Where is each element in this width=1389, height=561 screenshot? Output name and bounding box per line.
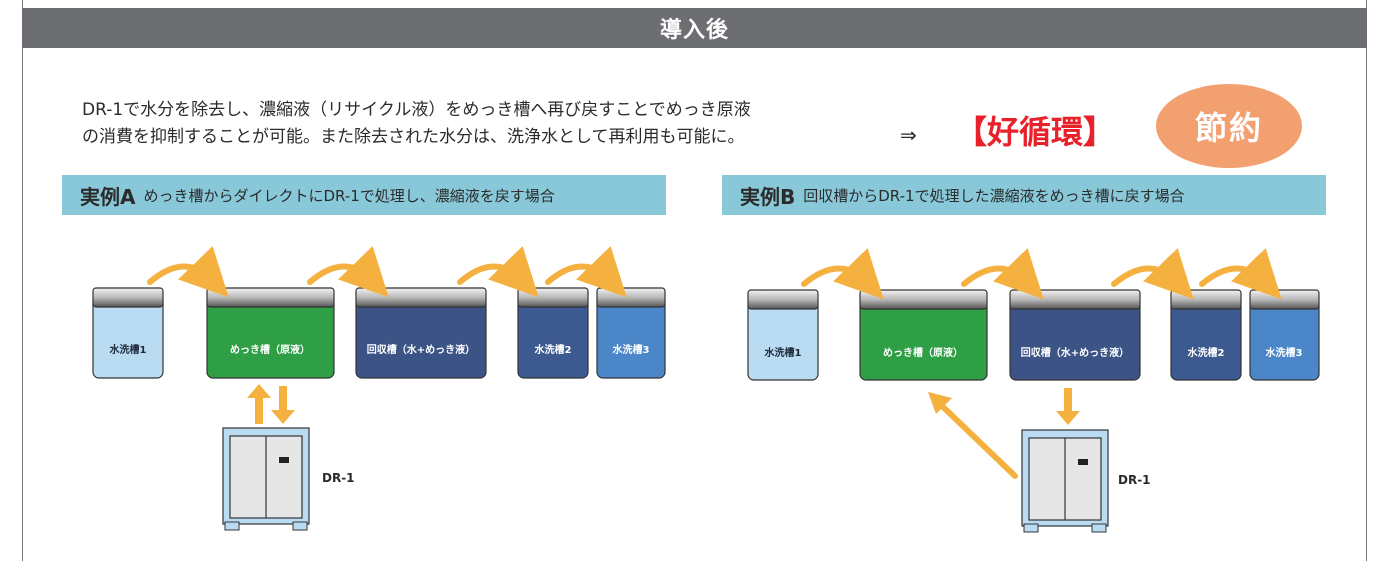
content-frame <box>22 0 1367 561</box>
flow-arrow <box>1199 248 1282 300</box>
case-b-tag: 実例B <box>740 184 796 209</box>
tank-rinse1-b-label: 水洗槽1 <box>764 346 802 359</box>
intro-line-2: の消費を抑制することが可能。また除去された水分は、洗浄水として再利用も可能に。 <box>82 127 745 147</box>
implies-arrow: ⇒ <box>900 123 917 147</box>
tank-plating-a: めっき槽（原液） <box>206 287 335 379</box>
down-arrow <box>271 386 295 424</box>
case-b-header: 実例B 回収槽からDR-1で処理した濃縮液をめっき槽に戻す場合 <box>722 175 1326 215</box>
case-a-tag: 実例A <box>80 184 136 209</box>
tank-rinse3-b: 水洗槽3 <box>1249 289 1320 381</box>
tank-plating-b-label: めっき槽（原液） <box>883 346 963 359</box>
tank-rinse3-b-label: 水洗槽3 <box>1265 346 1303 359</box>
dr1-return-arrows-a <box>247 384 295 424</box>
tank-recovery-a: 回収槽（水+めっき液） <box>355 287 487 379</box>
dr1-unit-a: DR-1 <box>222 427 355 531</box>
flow-arrow <box>545 246 627 298</box>
flow-arrow <box>1111 248 1194 300</box>
tank-rinse1-a-label: 水洗槽1 <box>109 343 147 356</box>
cycle-label: 【好循環】 <box>955 113 1116 151</box>
tank-rinse2-a: 水洗槽2 <box>517 287 589 379</box>
tank-plating-b: めっき槽（原液） <box>859 289 988 381</box>
flow-arrow <box>961 248 1044 300</box>
tank-plating-a-label: めっき槽（原液） <box>230 343 310 356</box>
intro-line-1: DR-1で水分を除去し、濃縮液（リサイクル液）をめっき槽へ再び戻すことでめっき原… <box>82 100 751 120</box>
case-a-header: 実例A めっき槽からダイレクトにDR-1で処理し、濃縮液を戻す場合 <box>62 175 666 215</box>
flow-arrows-a <box>147 246 627 298</box>
tank-rinse1-b: 水洗槽1 <box>747 289 819 381</box>
case-a-description: めっき槽からダイレクトにDR-1で処理し、濃縮液を戻す場合 <box>143 186 555 205</box>
dr1-b-label: DR-1 <box>1118 473 1151 487</box>
intro-text: DR-1で水分を除去し、濃縮液（リサイクル液）をめっき槽へ再び戻すことでめっき原… <box>82 97 751 151</box>
tank-rinse2-b-label: 水洗槽2 <box>1187 346 1225 359</box>
flow-arrow <box>457 246 539 298</box>
tank-rinse2-a-label: 水洗槽2 <box>534 343 572 356</box>
flow-arrows-b <box>801 248 1282 300</box>
return-arrow-b <box>928 392 1018 479</box>
tank-rinse1-a: 水洗槽1 <box>92 287 164 379</box>
savings-badge: 節約 <box>1156 84 1302 168</box>
page-title: 導入後 <box>22 8 1367 48</box>
case-b-description: 回収槽からDR-1で処理した濃縮液をめっき槽に戻す場合 <box>803 186 1185 205</box>
down-arrow-b <box>1056 388 1080 425</box>
tank-recovery-b-label: 回収槽（水+めっき液） <box>1021 346 1129 359</box>
tank-rinse2-b: 水洗槽2 <box>1170 289 1242 381</box>
tank-rinse3-a-label: 水洗槽3 <box>612 343 650 356</box>
flow-arrow <box>307 246 389 298</box>
dr1-a-label: DR-1 <box>322 471 355 485</box>
tank-recovery-a-label: 回収槽（水+めっき液） <box>367 343 475 356</box>
flow-arrow <box>801 248 884 300</box>
dr1-unit-b: DR-1 <box>1021 429 1151 533</box>
tank-recovery-b: 回収槽（水+めっき液） <box>1009 289 1141 381</box>
up-arrow <box>247 384 271 424</box>
flow-arrow <box>147 246 229 298</box>
